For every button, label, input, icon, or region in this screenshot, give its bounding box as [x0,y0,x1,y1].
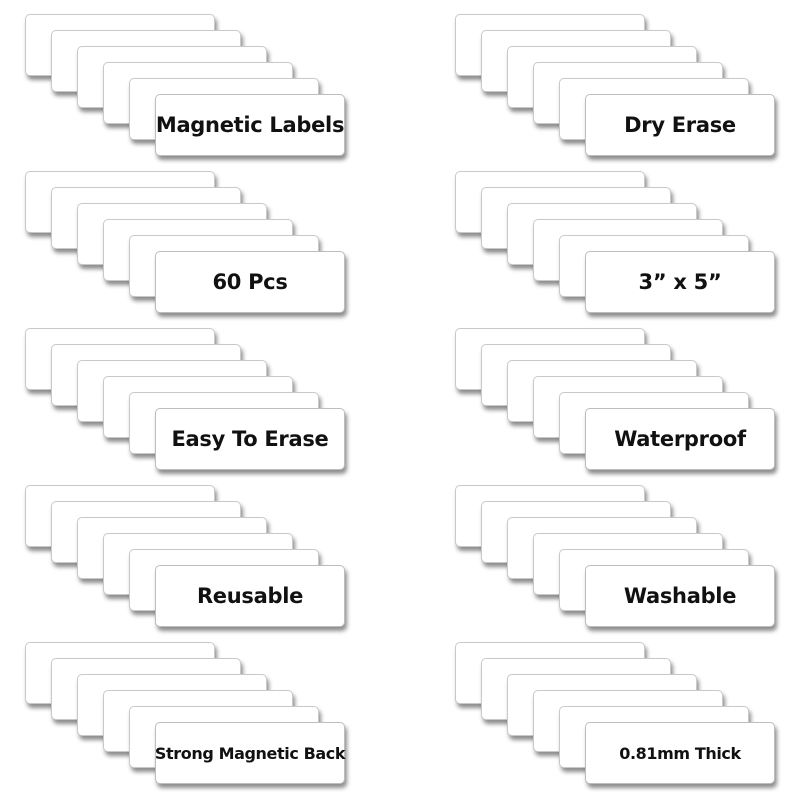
front-label-card: 3” x 5” [585,251,775,313]
front-label-card: Waterproof [585,408,775,470]
label-stack-dry-erase: Dry Erase [455,14,785,164]
front-label-card: Reusable [155,565,345,627]
front-label-card: 0.81mm Thick [585,722,775,784]
front-label-card: Strong Magnetic Back [154,722,346,784]
label-text: Easy To Erase [171,427,329,451]
front-label-card: 60 Pcs [155,251,345,313]
label-text: 60 Pcs [212,270,288,294]
label-stack-60-pcs: 60 Pcs [25,171,355,321]
label-text: 0.81mm Thick [619,743,741,763]
front-label-card: Dry Erase [585,94,775,156]
front-label-card: Washable [585,565,775,627]
label-stack-washable: Washable [455,485,785,635]
label-stack-size: 3” x 5” [455,171,785,321]
label-stack-thickness: 0.81mm Thick [455,642,785,792]
label-text: Strong Magnetic Back [154,743,346,763]
front-label-card: Magnetic Labels [155,94,345,156]
label-text: Dry Erase [624,113,736,137]
label-text: Waterproof [614,427,746,451]
label-stack-waterproof: Waterproof [455,328,785,478]
label-stack-easy-to-erase: Easy To Erase [25,328,355,478]
label-text: Magnetic Labels [155,113,345,137]
label-stack-reusable: Reusable [25,485,355,635]
label-text: Reusable [196,584,304,608]
label-text: 3” x 5” [638,270,722,294]
label-stack-strong-magnetic-back: Strong Magnetic Back [25,642,355,792]
label-text: Washable [623,584,737,608]
label-stack-magnetic-labels: Magnetic Labels [25,14,355,164]
front-label-card: Easy To Erase [155,408,345,470]
